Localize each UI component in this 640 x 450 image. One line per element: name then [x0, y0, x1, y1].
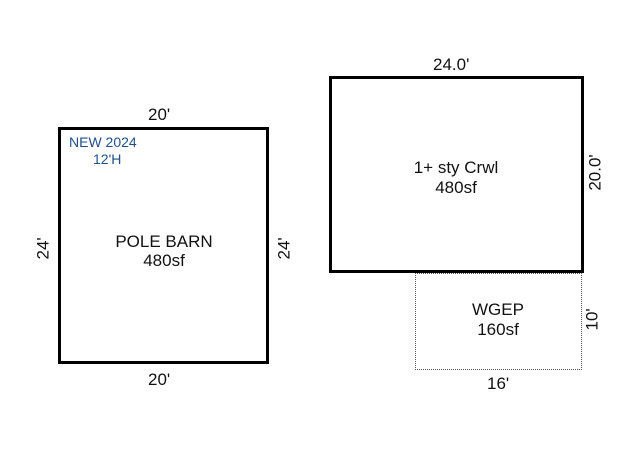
pole-barn-note-year: NEW 2024: [69, 134, 137, 150]
pole-barn-outline: [58, 127, 269, 364]
house-right-dimension: 20.0': [585, 154, 605, 191]
pole-barn-bottom-dimension: 20': [148, 370, 171, 389]
pole-barn-top-dimension: 20': [148, 105, 171, 124]
house-label: 1+ sty Crwl: [413, 158, 499, 177]
porch-label: WGEP: [472, 300, 524, 319]
pole-barn-label: POLE BARN: [115, 232, 213, 251]
porch-right-dimension: 10': [582, 308, 602, 331]
pole-barn-right-dimension: 24': [274, 237, 294, 260]
porch-bottom-dimension: 16': [487, 374, 510, 393]
house-outline: [329, 76, 584, 273]
house-top-dimension: 24.0': [433, 55, 470, 74]
porch-area: 160sf: [477, 320, 519, 339]
pole-barn-left-dimension: 24': [33, 237, 53, 260]
pole-barn-area: 480sf: [143, 251, 185, 270]
porch-outline: [415, 273, 582, 370]
pole-barn-note-height: 12'H: [93, 151, 122, 167]
house-area: 480sf: [435, 178, 477, 197]
